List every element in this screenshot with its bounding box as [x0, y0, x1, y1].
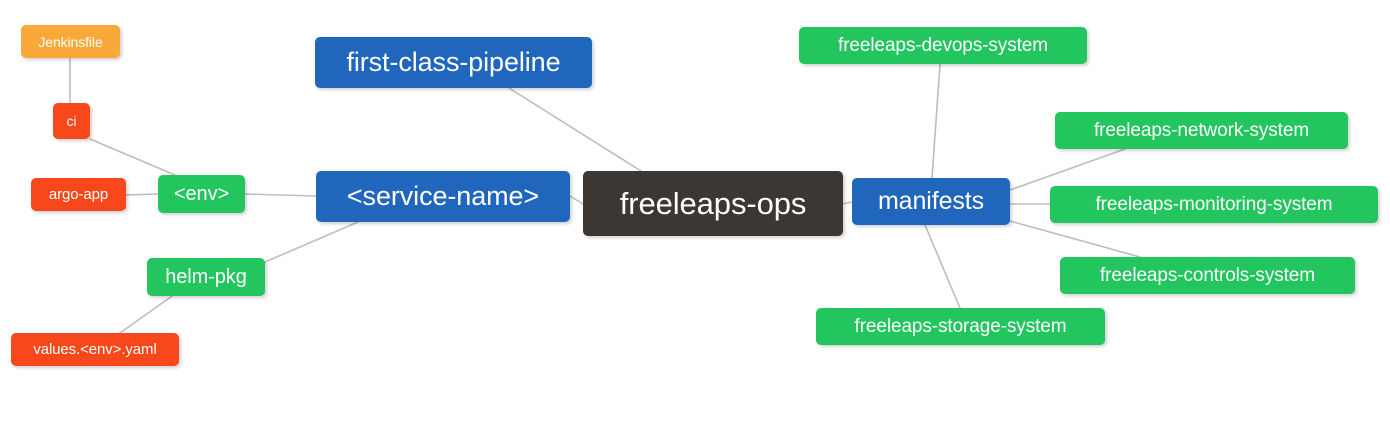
mindmap-edge [244, 193, 317, 197]
mindmap-edge [842, 201, 853, 205]
mindmap-node-label: freeleaps-network-system [1093, 120, 1310, 141]
mindmap-edge [119, 295, 173, 334]
mindmap-node-label: freeleaps-monitoring-system [1095, 194, 1333, 215]
mindmap-node-label: values.<env>.yaml [33, 341, 157, 358]
mindmap-node-jenkinsfile[interactable]: Jenkinsfile [21, 25, 120, 58]
mindmap-node-label: freeleaps-ops [619, 186, 807, 221]
mindmap-edge [125, 193, 159, 196]
mindmap-node-freeleaps-monitoring-system[interactable]: freeleaps-monitoring-system [1050, 186, 1378, 223]
mindmap-node-service-name[interactable]: <service-name> [316, 171, 570, 222]
mindmap-edge [931, 63, 941, 179]
mindmap-edge [89, 138, 176, 176]
mindmap-node-label: freeleaps-devops-system [838, 35, 1048, 56]
mindmap-edge [1009, 220, 1141, 258]
mindmap-node-freeleaps-ops[interactable]: freeleaps-ops [583, 171, 843, 236]
mindmap-node-label: argo-app [48, 186, 109, 203]
mindmap-node-freeleaps-storage-system[interactable]: freeleaps-storage-system [816, 308, 1105, 345]
mindmap-edge [264, 221, 359, 263]
mindmap-node-label: helm-pkg [165, 266, 247, 288]
mindmap-node-label: <env> [173, 183, 230, 205]
mindmap-edge [924, 224, 961, 309]
mindmap-node-freeleaps-controls-system[interactable]: freeleaps-controls-system [1060, 257, 1355, 294]
mindmap-node-label: freeleaps-controls-system [1099, 265, 1316, 286]
mindmap-node-freeleaps-network-system[interactable]: freeleaps-network-system [1055, 112, 1348, 149]
mindmap-node-label: ci [66, 113, 77, 129]
mindmap-edge [1009, 148, 1126, 191]
mindmap-node-label: manifests [877, 187, 985, 215]
mindmap-node-label: Jenkinsfile [38, 33, 103, 50]
mindmap-node-label: <service-name> [346, 181, 540, 211]
mindmap-node-helm-pkg[interactable]: helm-pkg [147, 258, 265, 296]
mindmap-node-env[interactable]: <env> [158, 175, 245, 213]
mindmap-node-argo-app[interactable]: argo-app [31, 178, 126, 211]
mindmap-node-manifests[interactable]: manifests [852, 178, 1010, 225]
mindmap-node-ci[interactable]: ci [53, 103, 90, 139]
mindmap-node-values-env-yaml[interactable]: values.<env>.yaml [11, 333, 179, 366]
mindmap-edge [508, 87, 642, 172]
mindmap-edge [569, 195, 584, 205]
mindmap-node-label: freeleaps-storage-system [854, 316, 1067, 337]
mindmap-node-freeleaps-devops-system[interactable]: freeleaps-devops-system [799, 27, 1087, 64]
mindmap-node-label: first-class-pipeline [346, 47, 561, 77]
mindmap-node-first-class-pipeline[interactable]: first-class-pipeline [315, 37, 592, 88]
